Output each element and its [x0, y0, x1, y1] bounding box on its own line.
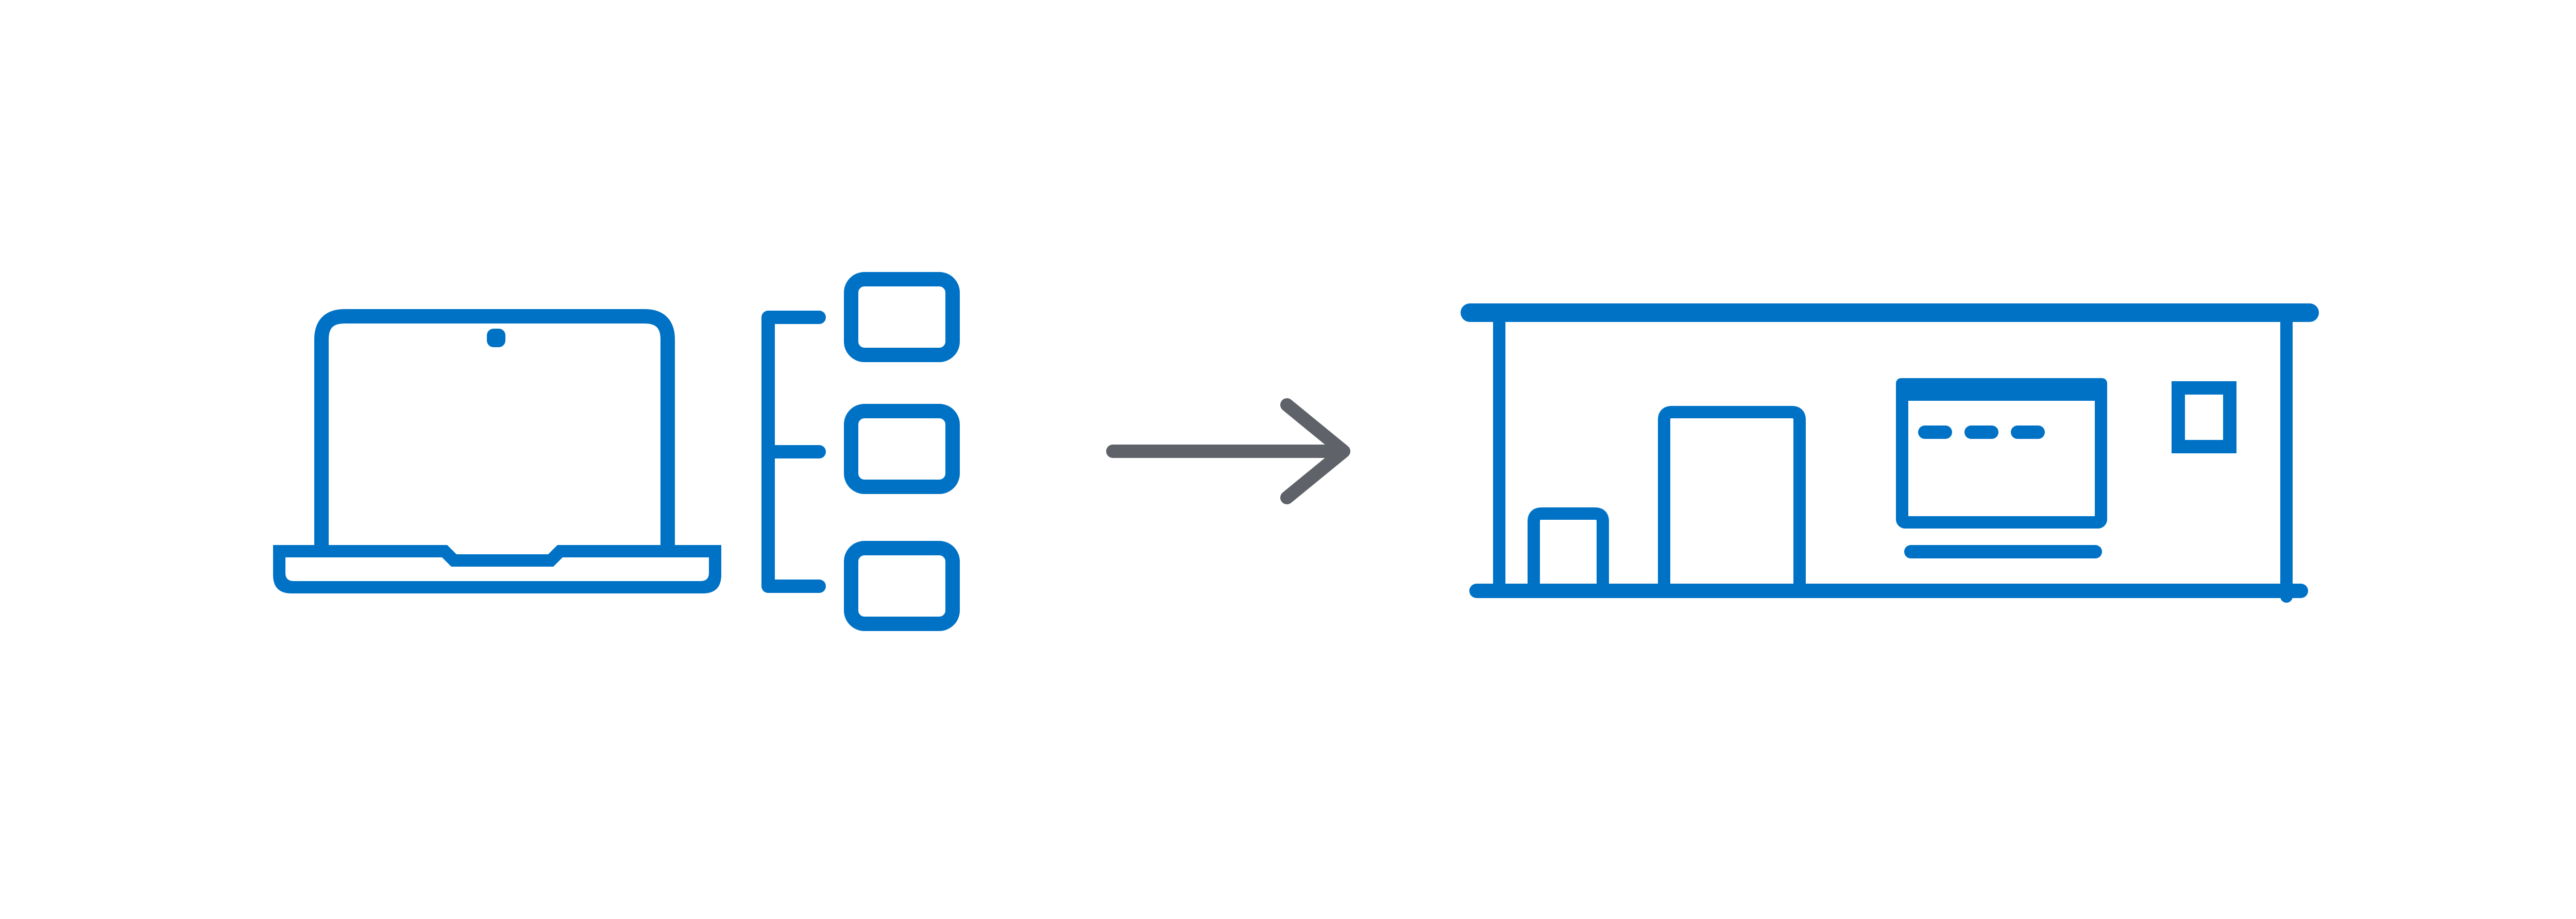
arrow-icon [1106, 398, 1350, 504]
building-window-sill [1904, 545, 2102, 558]
building-window-top-band [1896, 378, 2107, 401]
hierarchy-box-3 [844, 541, 960, 631]
laptop-base [273, 545, 721, 593]
hierarchy-bracket [761, 311, 826, 593]
hierarchy-box-1 [844, 272, 960, 362]
building-window [1896, 379, 2107, 529]
laptop-camera-dot [487, 329, 505, 347]
window-dash-1 [1918, 426, 1952, 439]
building-icon [1461, 303, 2319, 603]
laptop-screen [314, 309, 675, 545]
laptop-icon [273, 309, 721, 593]
building-door [1658, 406, 1806, 591]
hierarchy-icon [761, 272, 960, 631]
arrow-head [1280, 398, 1350, 504]
building-small-box [1528, 507, 1609, 591]
window-dash-2 [1964, 426, 1998, 439]
hierarchy-box-2 [844, 404, 960, 494]
window-dash-3 [2011, 426, 2045, 439]
building-small-window [2172, 381, 2236, 453]
